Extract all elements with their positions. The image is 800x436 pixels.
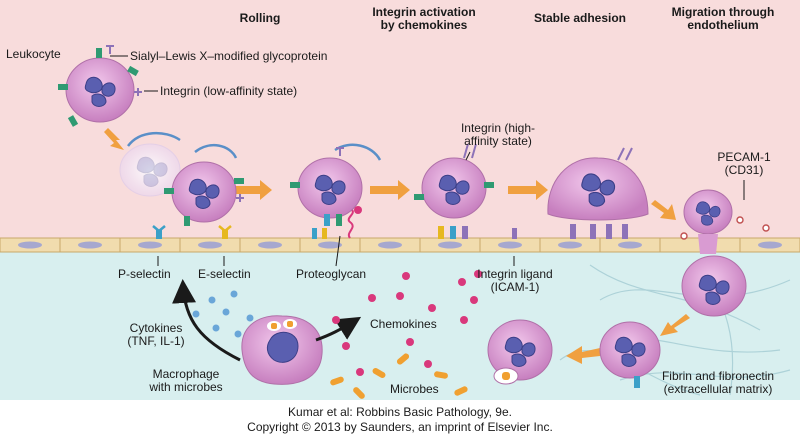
header-migration-line1: Migration through: [671, 5, 775, 19]
leader-lines: [110, 55, 745, 267]
label-macrophage-line1: Macrophage: [152, 367, 220, 381]
credit-line1: Kumar et al: Robbins Basic Pathology, 9e…: [288, 405, 512, 419]
chemokine-molecules: [332, 270, 482, 376]
vessel-lumen: [0, 0, 800, 238]
label-macrophage-line2: with microbes: [149, 380, 223, 394]
label-sialyl-lewis: Sialyl–Lewis X–modified glycoprotein: [130, 49, 328, 63]
header-integrin-activation-line2: by chemokines: [380, 18, 468, 32]
header-migration: Migration through endothelium: [648, 6, 798, 32]
caption-area: [0, 400, 800, 436]
header-stable-adhesion: Stable adhesion: [533, 11, 627, 25]
ghost-leukocyte: [119, 143, 181, 197]
step-arrows: [104, 128, 690, 364]
leukocyte-stable-adhesion: [547, 147, 649, 221]
leukocyte-in-tissue-2: [487, 319, 553, 385]
label-integrin-high-line2: affinity state): [464, 134, 532, 148]
endothelium-layer: [0, 237, 800, 253]
microbes: [330, 353, 468, 399]
macrophage: [241, 315, 323, 385]
label-integrin-high: Integrin (high- affinity state): [448, 122, 548, 148]
label-macrophage: Macrophage with microbes: [136, 368, 236, 394]
label-chemokines: Chemokines: [370, 317, 437, 331]
label-microbes: Microbes: [390, 382, 439, 396]
label-pecam: PECAM-1 (CD31): [708, 151, 780, 177]
label-fibrin-line1: Fibrin and fibronectin: [661, 369, 775, 383]
header-integrin-activation-line1: Integrin activation: [372, 5, 476, 19]
label-p-selectin: P-selectin: [118, 267, 171, 281]
header-rolling: Rolling: [239, 11, 281, 25]
label-integrin-ligand: Integrin ligand (ICAM-1): [470, 268, 560, 294]
label-integrin-high-line1: Integrin (high-: [460, 121, 536, 135]
label-cytokines-line1: Cytokines: [129, 321, 183, 335]
chemokine-arrow: [315, 316, 362, 342]
leukocyte-in-tissue-1: [599, 321, 661, 388]
label-fibrin: Fibrin and fibronectin (extracellular ma…: [640, 370, 796, 396]
leukocyte-rolling: [164, 161, 244, 226]
header-migration-line2: endothelium: [687, 18, 759, 32]
leukocyte-transmigrating: [681, 189, 747, 317]
label-fibrin-line2: (extracellular matrix): [663, 382, 773, 396]
label-cytokines: Cytokines (TNF, IL-1): [114, 322, 198, 348]
label-proteoglycan: Proteoglycan: [296, 267, 367, 281]
leukocyte-chemokine-activation: [290, 147, 363, 226]
label-integrin-low: Integrin (low-affinity state): [160, 84, 298, 98]
leukocyte-integrin-high-affinity: [414, 143, 494, 219]
cytokine-dots: [192, 290, 254, 338]
cytokine-arrow: [172, 279, 241, 362]
credit-line2: Copyright © 2013 by Saunders, an imprint…: [247, 420, 553, 434]
label-integrin-ligand-line2: (ICAM-1): [490, 280, 540, 294]
label-pecam-line1: PECAM-1: [717, 150, 771, 164]
header-integrin-activation: Integrin activation by chemokines: [354, 6, 494, 32]
leukocyte-free: [58, 45, 142, 127]
label-e-selectin: E-selectin: [198, 267, 251, 281]
label-leukocyte: Leukocyte: [6, 47, 61, 61]
label-integrin-ligand-line1: Integrin ligand: [477, 267, 553, 281]
label-pecam-line2: (CD31): [724, 163, 764, 177]
label-cytokines-line2: (TNF, IL-1): [127, 334, 185, 348]
